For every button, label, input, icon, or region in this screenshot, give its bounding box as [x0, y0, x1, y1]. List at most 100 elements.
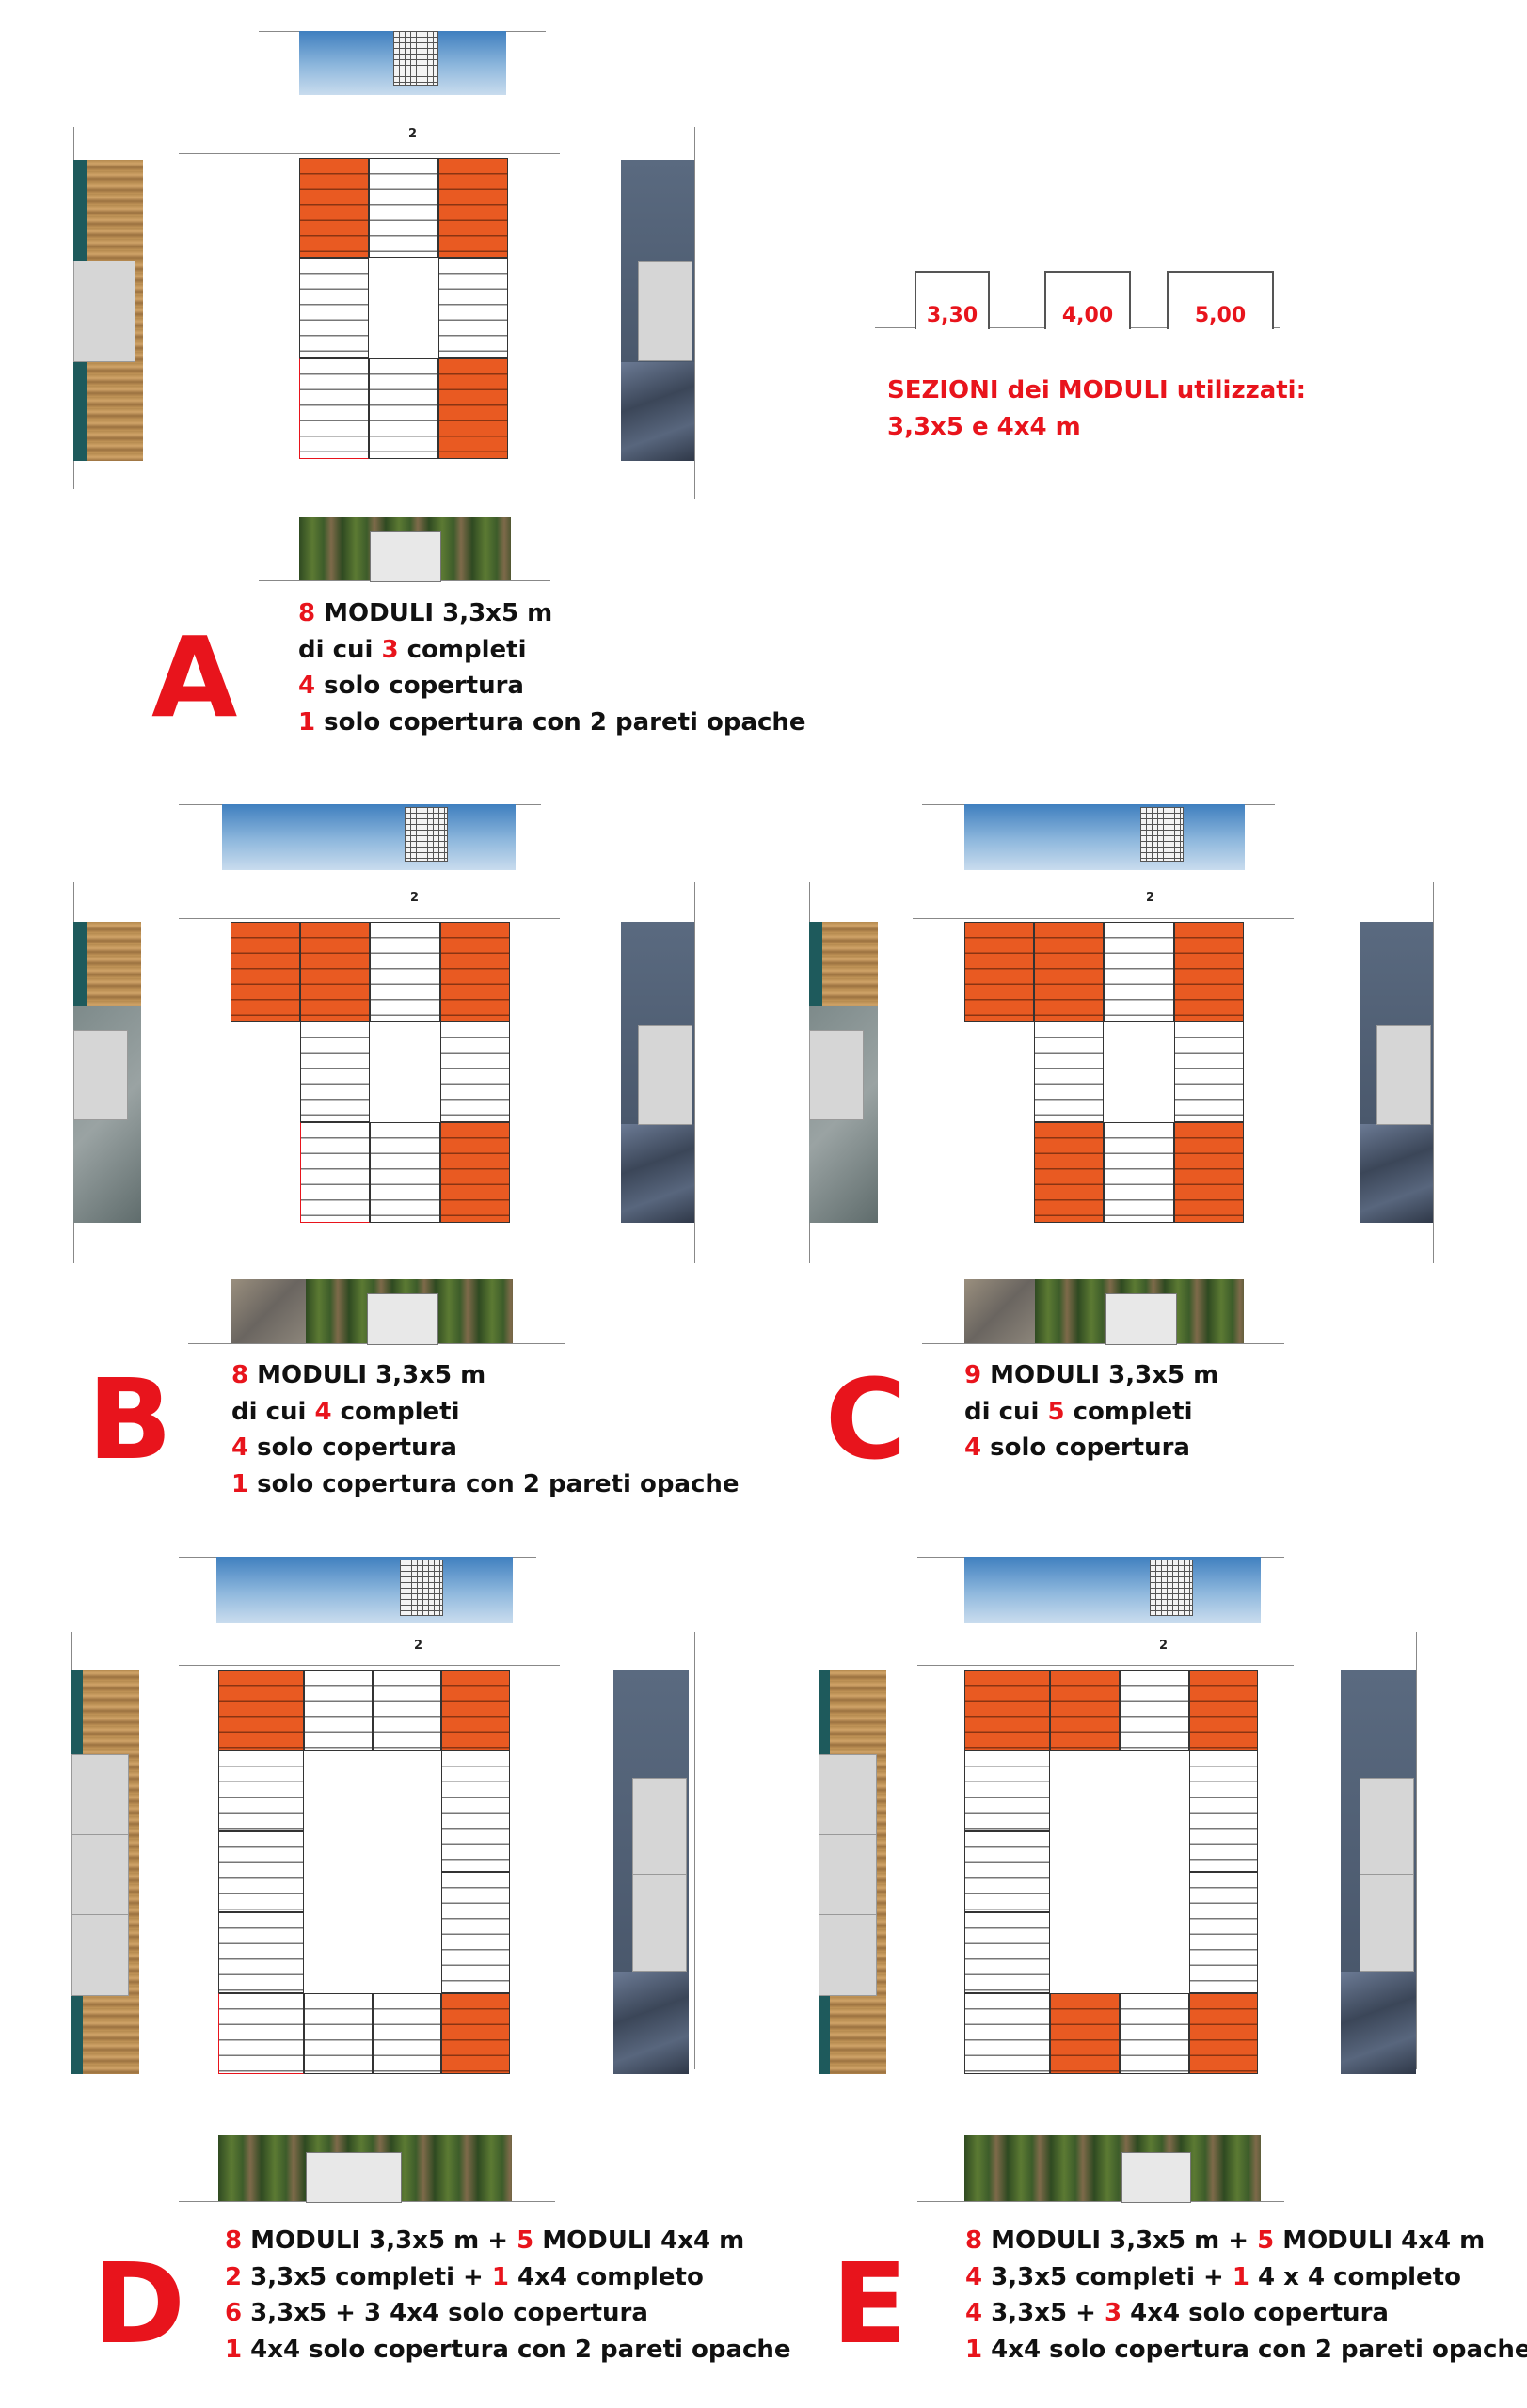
count: 2	[225, 2262, 243, 2291]
elevation-south-door	[1105, 1293, 1177, 1345]
desc-text: solo copertura	[981, 1434, 1190, 1462]
module-opaque	[300, 922, 370, 1022]
count: 8	[298, 599, 316, 627]
elevation-east-panel	[632, 1778, 687, 1876]
module-roof	[1174, 1022, 1244, 1122]
desc-line: 8 MODULI 3,3x5 m + 5 MODULI 4x4 m	[225, 2223, 791, 2259]
config-description: 8 MODULI 3,3x5 m di cui 4 completi 4 sol…	[231, 1357, 740, 1502]
desc-text: MODULI 3,3x5 m +	[982, 2226, 1258, 2255]
section-width-label: 5,00	[1194, 304, 1247, 327]
elevation-east-panel	[1376, 1025, 1431, 1125]
config-description: 8 MODULI 3,3x5 m + 5 MODULI 4x4 m 2 3,3x…	[225, 2223, 791, 2368]
plan-top-line	[179, 153, 560, 154]
elevation-west-panel	[71, 1914, 129, 1996]
desc-text: 4x4 completo	[508, 2262, 704, 2291]
elevation-south-door	[306, 2152, 402, 2203]
section-width-label: 3,30	[926, 304, 978, 327]
elevation-west	[821, 922, 878, 1006]
floor-plan-A	[299, 158, 508, 459]
config-letter: A	[151, 612, 238, 742]
desc-line: 4 solo copertura	[231, 1430, 740, 1466]
elevation-south-door	[367, 1293, 438, 1345]
count: 6	[225, 2299, 243, 2327]
module-roof	[964, 1912, 1050, 1993]
elevation-east-water	[621, 362, 694, 461]
desc-text: MODULI 3,3x5 m +	[242, 2226, 517, 2255]
desc-line: 1 4x4 solo copertura con 2 pareti opache	[225, 2332, 791, 2368]
desc-line: 1 solo copertura con 2 pareti opache	[298, 705, 806, 741]
module-roof	[373, 1993, 441, 2074]
count: 8	[225, 2226, 243, 2255]
elevation-south-door	[370, 531, 441, 582]
count: 9	[964, 1361, 982, 1389]
desc-line: 8 MODULI 3,3x5 m	[231, 1357, 740, 1394]
courtyard	[304, 1751, 441, 1993]
module-roof	[1034, 1022, 1104, 1122]
elevation-east-water	[621, 1124, 694, 1223]
desc-line: 4 3,3x5 + 3 4x4 solo copertura	[965, 2295, 1527, 2332]
desc-text: completi	[398, 635, 527, 664]
elevation-mesh	[1140, 807, 1184, 862]
module-roof	[370, 1122, 440, 1223]
dimension-label: 2	[408, 127, 418, 141]
module-roof	[369, 358, 438, 459]
desc-line: di cui 4 completi	[231, 1394, 740, 1431]
section-box-1: 3,30	[915, 271, 990, 329]
desc-line: 1 4x4 solo copertura con 2 pareti opache	[965, 2332, 1527, 2368]
elevation-ground-line	[917, 2201, 1284, 2202]
count: 4	[298, 672, 316, 700]
elevation-west-panel	[819, 1914, 877, 1996]
section-box-3: 5,00	[1167, 271, 1274, 329]
plan-top-line	[179, 918, 560, 919]
elevation-south	[964, 2135, 1261, 2201]
desc-line: 4 3,3x5 completi + 1 4 x 4 completo	[965, 2259, 1527, 2296]
count: 4	[965, 2299, 983, 2327]
config-letter: D	[93, 2239, 185, 2368]
elevation-mesh	[393, 31, 438, 86]
module-opaque	[1034, 1122, 1104, 1223]
module-roof	[1120, 1993, 1189, 2074]
dimension-label: 2	[414, 1639, 423, 1653]
module-roof-opaque-walls	[300, 1122, 370, 1223]
module-opaque	[1034, 922, 1104, 1022]
floor-plan-B	[231, 922, 510, 1223]
elevation-west-panel	[73, 261, 135, 362]
elevation-east-panel	[638, 261, 692, 361]
plan-top-line	[917, 1665, 1294, 1666]
elevation-north	[222, 804, 516, 870]
section-box-2: 4,00	[1044, 271, 1131, 329]
desc-line: 1 solo copertura con 2 pareti opache	[231, 1466, 740, 1503]
desc-line: 8 MODULI 3,3x5 m + 5 MODULI 4x4 m	[965, 2223, 1527, 2259]
count: 1	[491, 2262, 509, 2291]
elevation-west-panel	[819, 1834, 877, 1916]
module-roof	[1104, 1122, 1174, 1223]
module-opaque	[1174, 922, 1244, 1022]
desc-text: solo copertura	[248, 1434, 457, 1462]
module-opaque	[440, 1122, 510, 1223]
module-roof	[300, 1022, 370, 1122]
elevation-mesh	[1150, 1560, 1193, 1616]
module-roof	[1104, 922, 1174, 1022]
desc-text: completi	[1064, 1397, 1193, 1426]
dimension-label: 2	[1146, 891, 1155, 905]
module-opaque	[218, 1670, 304, 1751]
courtyard	[369, 258, 438, 358]
elevation-east-panel	[1360, 1778, 1414, 1876]
module-opaque	[964, 922, 1034, 1022]
desc-text: di cui	[298, 635, 382, 664]
elevation-east-panel	[1360, 1874, 1414, 1972]
axis-line	[694, 127, 695, 499]
config-description: 8 MODULI 3,3x5 m + 5 MODULI 4x4 m 4 3,3x…	[965, 2223, 1527, 2368]
elevation-north	[964, 804, 1245, 870]
count: 1	[1232, 2262, 1249, 2291]
desc-text: MODULI 4x4 m	[1274, 2226, 1486, 2255]
config-letter: B	[87, 1354, 172, 1484]
elevation-east-water	[613, 1972, 689, 2074]
module-opaque	[231, 922, 300, 1022]
module-opaque	[964, 1670, 1050, 1751]
elevation-north	[216, 1557, 513, 1623]
module-roof	[299, 258, 369, 358]
module-roof	[964, 1751, 1050, 1831]
config-letter: C	[825, 1354, 907, 1484]
desc-text: MODULI 3,3x5 m	[248, 1361, 486, 1389]
